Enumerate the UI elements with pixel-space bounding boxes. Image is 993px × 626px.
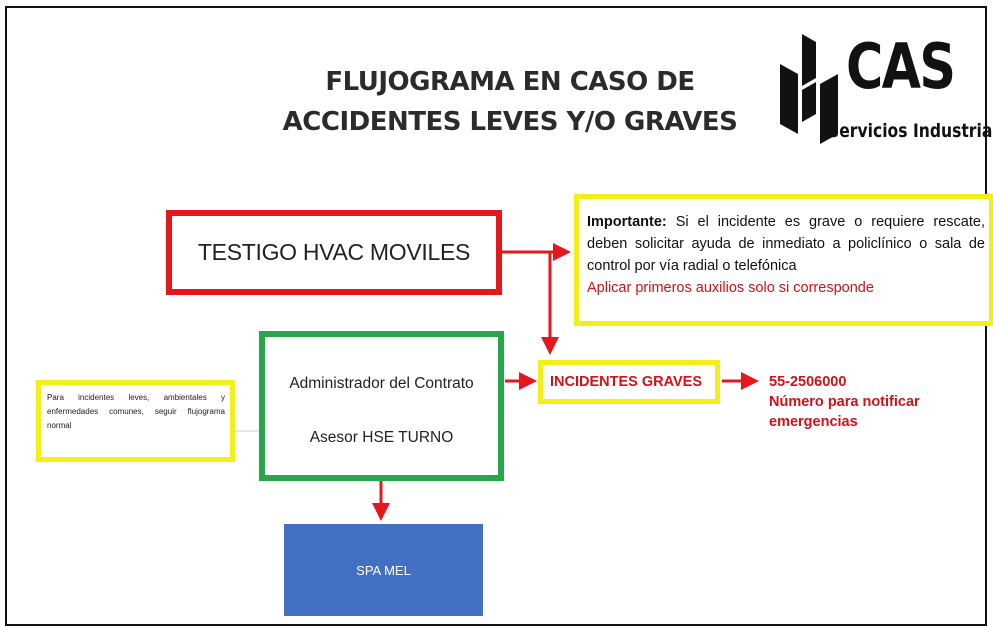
spa-mel-label: SPA MEL	[356, 562, 411, 578]
cas-logo-icon	[780, 34, 838, 144]
important-note: Importante: Si el incidente es grave o r…	[574, 194, 993, 326]
minor-incidents-note: Para incidentes leves, ambientales y enf…	[36, 380, 235, 462]
hse-advisor-label: Asesor HSE TURNO	[309, 429, 454, 446]
emergency-phone-number: 55-2506000	[769, 374, 847, 390]
first-aid-note: Aplicar primeros auxilios solo si corres…	[587, 280, 874, 296]
serious-incidents-node: INCIDENTES GRAVES	[538, 360, 720, 404]
title-line-1: FLUJOGRAMA EN CASO DE	[325, 67, 695, 97]
emergency-phone: 55-2506000 Número para notificar emergen…	[769, 372, 920, 432]
page-title: FLUJOGRAMA EN CASO DE ACCIDENTES LEVES Y…	[260, 62, 760, 142]
admin-contract-label: Administrador del Contrato	[289, 375, 474, 392]
witness-label: TESTIGO HVAC MOVILES	[197, 239, 471, 265]
important-text: Si el incidente es grave o requiere resc…	[587, 214, 985, 274]
emergency-phone-caption-2: emergencias	[769, 414, 858, 430]
emergency-phone-caption-1: Número para notificar	[769, 394, 920, 410]
admin-node: Administrador del Contrato Asesor HSE TU…	[259, 331, 504, 481]
title-line-2: ACCIDENTES LEVES Y/O GRAVES	[282, 107, 738, 137]
serious-incidents-label: INCIDENTES GRAVES	[550, 374, 703, 390]
spa-mel-node: SPA MEL	[284, 524, 483, 616]
important-label: Importante:	[587, 214, 667, 230]
logo-subtitle: Servicios Industriales	[828, 120, 993, 142]
witness-node: TESTIGO HVAC MOVILES	[166, 210, 502, 295]
company-logo: CAS Servicios Industriales	[780, 30, 993, 154]
logo-brand-text: CAS	[846, 30, 956, 103]
minor-incidents-text: Para incidentes leves, ambientales y enf…	[47, 393, 225, 430]
